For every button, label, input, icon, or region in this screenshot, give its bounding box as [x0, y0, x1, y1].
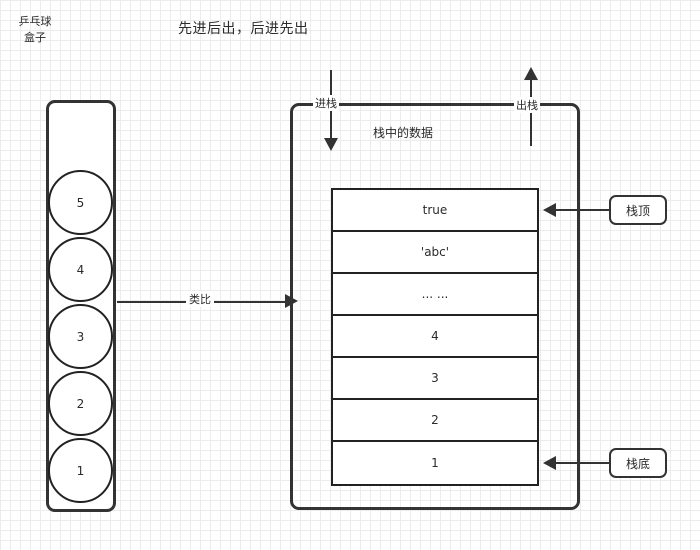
stack-top-arrow-head-icon — [543, 203, 556, 217]
stack-row: 2 — [333, 400, 537, 442]
ping-pong-ball: 4 — [48, 237, 113, 302]
stack-table: true 'abc' ... ... 4 3 2 1 — [331, 188, 539, 486]
ping-pong-box-label-line2: 盒子 — [24, 31, 46, 44]
ping-pong-ball: 1 — [48, 438, 113, 503]
ping-pong-ball: 3 — [48, 304, 113, 369]
stack-row: 1 — [431, 456, 439, 470]
stack-row: ... ... — [333, 274, 537, 316]
diagram-title: 先进后出，后进先出 — [178, 21, 309, 37]
stack-row: true — [333, 190, 537, 232]
stack-row: 4 — [333, 316, 537, 358]
pop-arrow-head-icon — [524, 67, 538, 80]
push-arrow-head-icon — [324, 138, 338, 151]
pop-label: 出栈 — [514, 97, 540, 113]
ping-pong-box-label: 乒乓球 盒子 — [0, 14, 70, 46]
stack-bottom-arrow-head-icon — [543, 456, 556, 470]
stack-container-title: 栈中的数据 — [373, 126, 434, 140]
analogy-label: 类比 — [186, 291, 214, 307]
ping-pong-ball: 5 — [48, 170, 113, 235]
stack-bottom-callout: 栈底 — [609, 448, 667, 478]
stack-container — [290, 103, 580, 510]
push-label: 进栈 — [313, 95, 339, 111]
ping-pong-ball: 2 — [48, 371, 113, 436]
stack-row: 'abc' — [333, 232, 537, 274]
stack-bottom-arrow-line — [555, 462, 611, 464]
ping-pong-box-label-line1: 乒乓球 — [18, 15, 52, 28]
stack-top-arrow-line — [555, 209, 611, 211]
stack-top-callout: 栈顶 — [609, 195, 667, 225]
stack-row: 3 — [333, 358, 537, 400]
